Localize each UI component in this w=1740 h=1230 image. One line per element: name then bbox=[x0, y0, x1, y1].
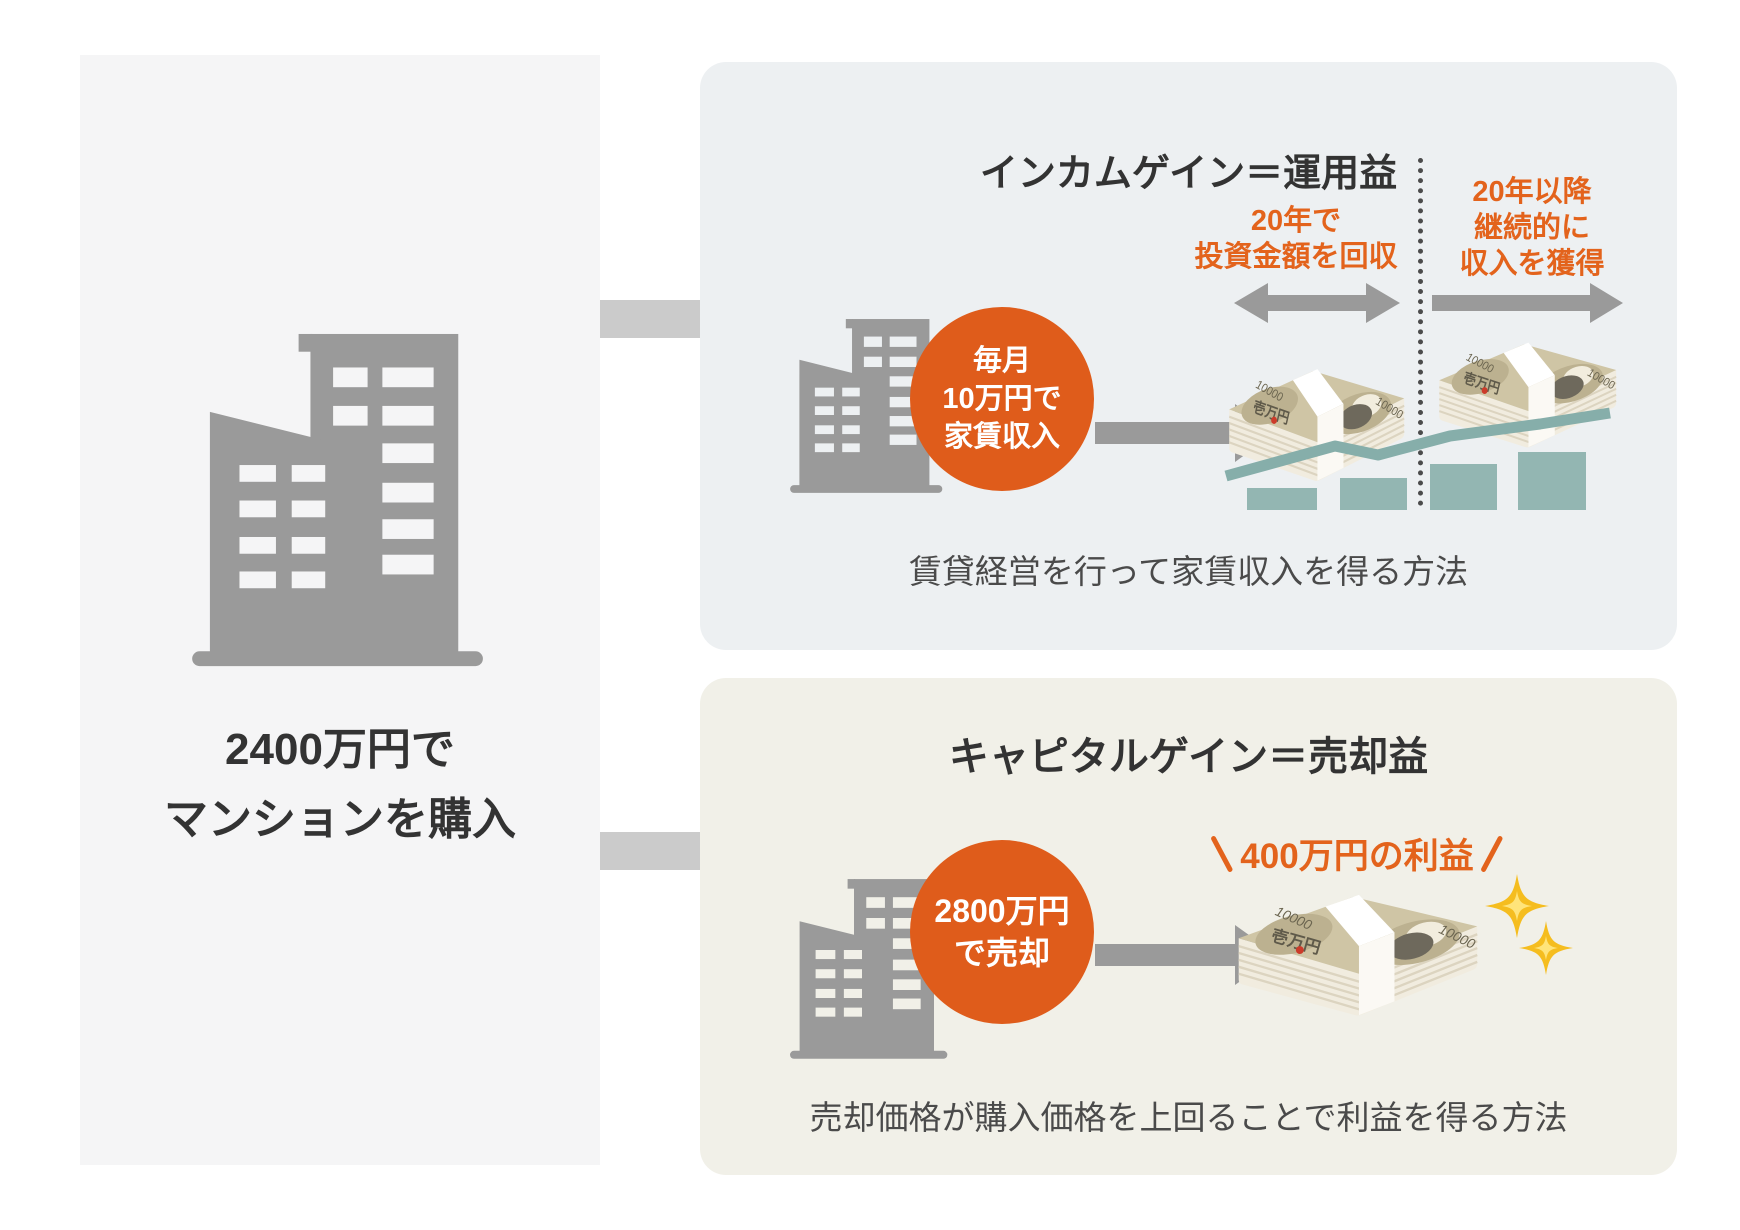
rent-income-badge: 毎月 10万円で 家賃収入 bbox=[910, 307, 1094, 491]
growth-bar bbox=[1430, 464, 1497, 510]
emphasis-slash-left bbox=[1210, 834, 1234, 873]
after-20y-label: 20年以降 継続的に 収入を獲得 bbox=[1412, 174, 1652, 282]
growth-line bbox=[1224, 407, 1611, 482]
recoup-label: 20年で 投資金額を回収 bbox=[1146, 203, 1446, 275]
recoup-label-line1: 20年で bbox=[1250, 205, 1342, 237]
after-20y-line3: 収入を獲得 bbox=[1459, 248, 1605, 280]
purchase-label-line1: 2400万円で bbox=[225, 725, 455, 774]
twenty-year-divider bbox=[1418, 158, 1423, 506]
profit-label: 400万円の利益 bbox=[1240, 837, 1474, 876]
sold-building-icon bbox=[790, 879, 948, 1059]
rent-flow-arrow-icon bbox=[1095, 404, 1275, 462]
income-caption: 賃貸経営を行って家賃収入を得る方法 bbox=[908, 553, 1469, 590]
growth-bar bbox=[1340, 478, 1407, 510]
income-panel-title: インカムゲイン＝運用益 bbox=[979, 153, 1398, 195]
rent-badge-line2: 10万円で bbox=[942, 383, 1062, 415]
purchase-label: 2400万円で マンションを購入 bbox=[80, 715, 600, 855]
double-arrow-icon bbox=[1234, 283, 1400, 323]
growth-bar bbox=[1518, 452, 1586, 510]
sale-flow-arrow-icon bbox=[1095, 925, 1277, 985]
money-stack-icon: 10000 10000 壱万円 bbox=[1238, 894, 1478, 1016]
sale-badge-line1: 2800万円 bbox=[934, 893, 1070, 929]
continuing-arrow-icon bbox=[1432, 283, 1623, 323]
connector-to-capital bbox=[600, 832, 700, 870]
income-growth-chart bbox=[1224, 407, 1611, 510]
apartment-building-icon bbox=[192, 333, 483, 667]
capital-gain-panel: キャピタルゲイン＝売却益 2800万円 で売却 bbox=[700, 678, 1677, 1175]
after-20y-line1: 20年以降 bbox=[1472, 176, 1592, 208]
sale-price-badge: 2800万円 で売却 bbox=[910, 840, 1094, 1024]
sparkle-icon bbox=[1485, 874, 1573, 975]
capital-caption: 売却価格が購入価格を上回ることで利益を得る方法 bbox=[809, 1099, 1568, 1136]
growth-bar bbox=[1247, 488, 1317, 510]
profit-label-row: 400万円の利益 bbox=[1210, 828, 1504, 879]
rent-badge-line1: 毎月 bbox=[972, 345, 1031, 377]
income-gain-panel: インカムゲイン＝運用益 毎月 10万円で bbox=[700, 62, 1677, 650]
sale-badge-line2: で売却 bbox=[953, 935, 1050, 971]
after-20y-line2: 継続的に bbox=[1473, 212, 1590, 244]
emphasis-slash-right bbox=[1480, 834, 1504, 873]
purchase-label-line2: マンションを購入 bbox=[164, 795, 516, 844]
connector-to-income bbox=[600, 300, 700, 338]
capital-panel-title: キャピタルゲイン＝売却益 bbox=[948, 735, 1429, 779]
purchase-panel: 2400万円で マンションを購入 bbox=[80, 55, 600, 1165]
recoup-label-line2: 投資金額を回収 bbox=[1194, 241, 1398, 273]
rent-badge-line3: 家賃収入 bbox=[943, 421, 1060, 453]
